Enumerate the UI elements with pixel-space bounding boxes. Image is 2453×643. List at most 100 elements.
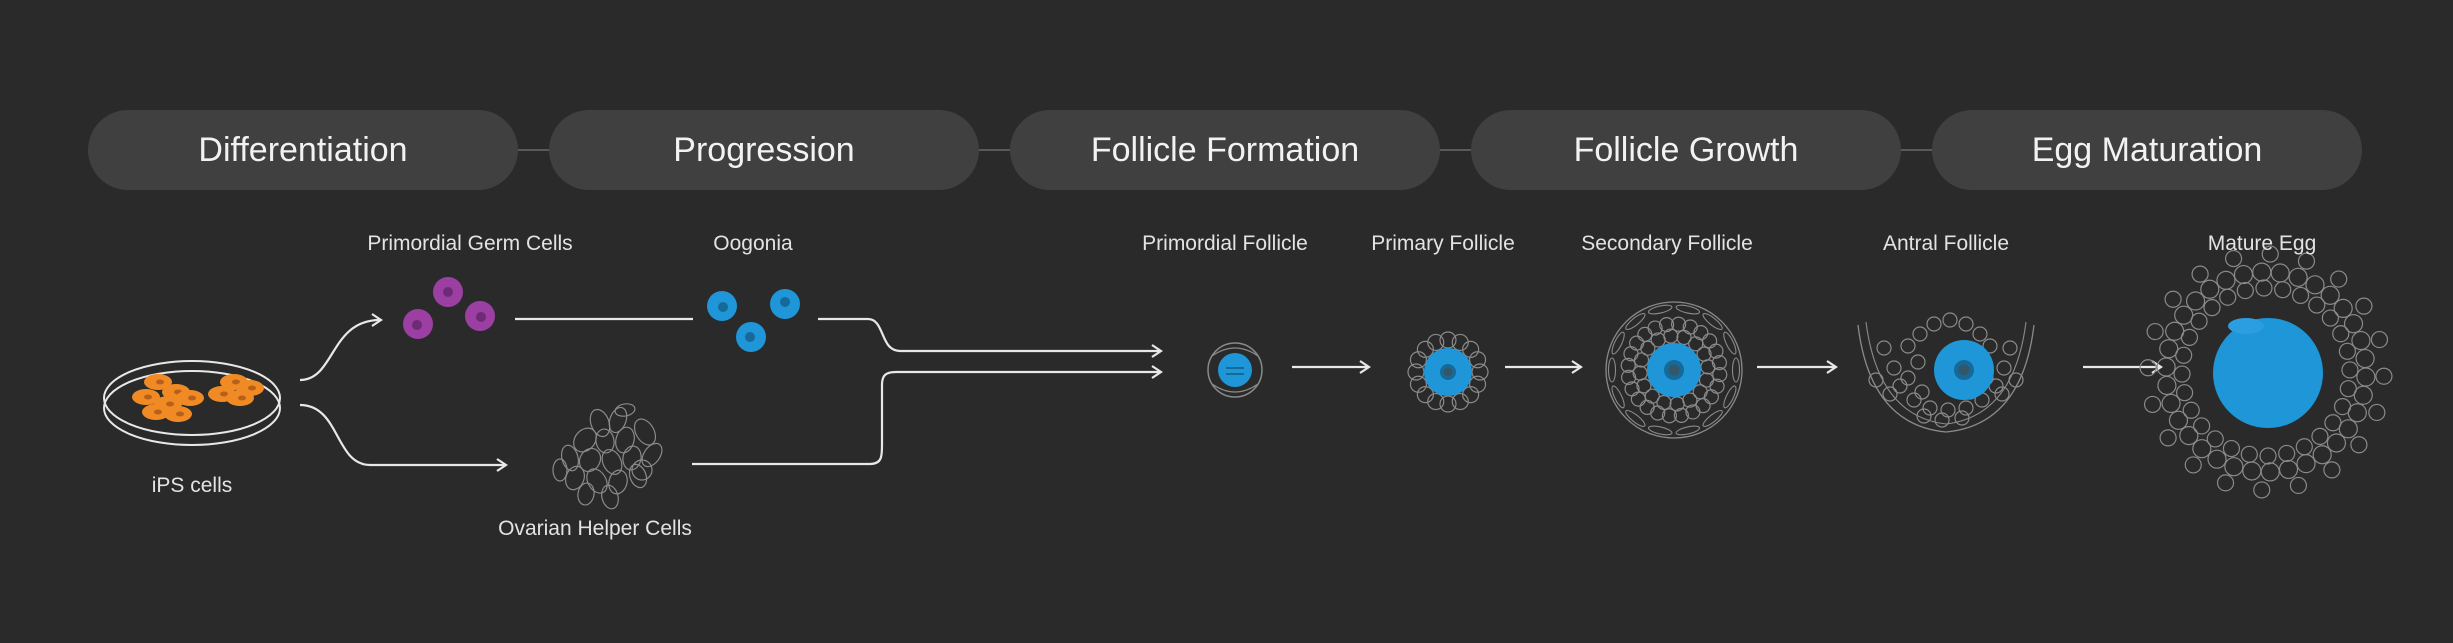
secondary-follicle xyxy=(1606,302,1742,438)
primordial-germ-cells xyxy=(403,277,495,339)
helper-cell xyxy=(638,440,666,470)
granulosa-cell xyxy=(1640,400,1654,414)
granulosa-cell xyxy=(1911,355,1925,369)
cumulus-cell xyxy=(2356,350,2374,368)
stage-follicle-formation: Follicle Formation xyxy=(1010,110,1440,190)
granulosa-cell xyxy=(1901,371,1915,385)
ips-cell-nucleus xyxy=(248,386,256,391)
cumulus-cell xyxy=(2275,282,2291,298)
granulosa-cell xyxy=(1694,326,1708,340)
granulosa-cell xyxy=(1943,313,1957,327)
label-primary-follicle: Primary Follicle xyxy=(1371,232,1515,256)
cumulus-cell xyxy=(2327,434,2345,452)
granulosa-cell xyxy=(1638,327,1652,341)
granulosa-cell xyxy=(1633,366,1647,380)
oocyte-nucleolus xyxy=(1444,368,1453,377)
cumulus-cell xyxy=(2241,446,2257,462)
cumulus-cell xyxy=(2180,427,2198,445)
granulosa-cell xyxy=(1973,327,1987,341)
label-ips-cells: iPS cells xyxy=(152,474,233,498)
granulosa-cell xyxy=(1472,364,1488,380)
cumulus-cell xyxy=(2325,415,2341,431)
granulosa-cell xyxy=(1883,387,1897,401)
cumulus-cell xyxy=(2160,340,2178,358)
cumulus-cell xyxy=(2237,283,2253,299)
granulosa-cell xyxy=(1631,392,1645,406)
theca-cell xyxy=(1610,385,1627,410)
label-primordial-germ-cells: Primordial Germ Cells xyxy=(367,232,572,256)
theca-cell xyxy=(1733,358,1740,382)
cumulus-cell xyxy=(2187,292,2205,310)
cumulus-cell xyxy=(2261,463,2279,481)
granulosa-cell xyxy=(1915,385,1929,399)
cumulus-cell xyxy=(2313,446,2331,464)
cumulus-cell xyxy=(2191,313,2207,329)
ips-cell-cluster xyxy=(132,374,264,422)
granulosa-cell xyxy=(2003,341,2017,355)
cumulus-cell xyxy=(2354,386,2372,404)
theca-cell xyxy=(1609,358,1616,382)
cumulus-cell xyxy=(2165,291,2181,307)
cumulus-cell xyxy=(2181,329,2197,345)
cumulus-cell xyxy=(2175,306,2193,324)
granulosa-cell xyxy=(1935,413,1949,427)
stage-follicle-growth: Follicle Growth xyxy=(1471,110,1901,190)
granulosa-cell xyxy=(1696,399,1710,413)
cumulus-cell xyxy=(2208,450,2226,468)
cumulus-cell xyxy=(2280,460,2298,478)
cumulus-cell xyxy=(2293,287,2309,303)
cumulus-cell xyxy=(2174,366,2190,382)
cumulus-cell xyxy=(2253,263,2271,281)
stage-differentiation: Differentiation xyxy=(88,110,518,190)
cumulus-cell xyxy=(2312,428,2328,444)
granulosa-cell xyxy=(2009,373,2023,387)
cumulus-cell xyxy=(2158,376,2176,394)
granulosa-cell xyxy=(1893,379,1907,393)
granulosa-cell xyxy=(1440,396,1456,412)
cumulus-cell xyxy=(2207,431,2223,447)
ips-cell-nucleus xyxy=(144,395,152,400)
cumulus-cell xyxy=(2340,381,2356,397)
ips-cell-nucleus xyxy=(166,402,174,407)
cumulus-cell xyxy=(2333,326,2349,342)
granulosa-cell xyxy=(1630,336,1644,350)
cumulus-cell xyxy=(2254,482,2270,498)
granulosa-cell xyxy=(1877,341,1891,355)
granulosa-cell xyxy=(1959,317,1973,331)
cumulus-cell xyxy=(2357,368,2375,386)
cumulus-cell xyxy=(2147,324,2163,340)
polar-body xyxy=(2228,318,2264,334)
cumulus-cell xyxy=(2351,437,2367,453)
arrow-ips-to-helper xyxy=(300,405,505,465)
cumulus-cell xyxy=(2243,462,2261,480)
cumulus-cell xyxy=(2256,280,2272,296)
cumulus-cell xyxy=(2342,362,2358,378)
theca-cell xyxy=(1722,331,1739,356)
granulosa-cell xyxy=(1887,361,1901,375)
granulosa-cell xyxy=(1704,390,1718,404)
granulosa-cell xyxy=(1408,364,1424,380)
cumulus-cell xyxy=(2296,439,2312,455)
cumulus-cell xyxy=(2225,458,2243,476)
ips-cells-dish xyxy=(104,361,280,445)
helper-cell xyxy=(599,483,621,510)
cumulus-cell xyxy=(2324,462,2340,478)
cumulus-cell xyxy=(2376,368,2392,384)
ips-cell-nucleus xyxy=(238,396,246,401)
cumulus-cell xyxy=(2331,271,2347,287)
cumulus-cell xyxy=(2185,457,2201,473)
cumulus-cell xyxy=(2289,268,2307,286)
oocyte-nucleolus xyxy=(1959,365,1970,376)
cumulus-cell xyxy=(2183,402,2199,418)
label-ovarian-helper-cells: Ovarian Helper Cells xyxy=(498,517,692,541)
cumulus-cell xyxy=(2369,404,2385,420)
cumulus-cell xyxy=(2217,271,2235,289)
ovarian-helper-cells xyxy=(553,402,666,510)
cumulus-cell xyxy=(2160,430,2176,446)
stage-progression: Progression xyxy=(549,110,979,190)
granulosa-cell xyxy=(1869,373,1883,387)
granulosa-cell xyxy=(1703,334,1717,348)
cumulus-cell xyxy=(2297,455,2315,473)
cumulus-cell xyxy=(2322,310,2338,326)
